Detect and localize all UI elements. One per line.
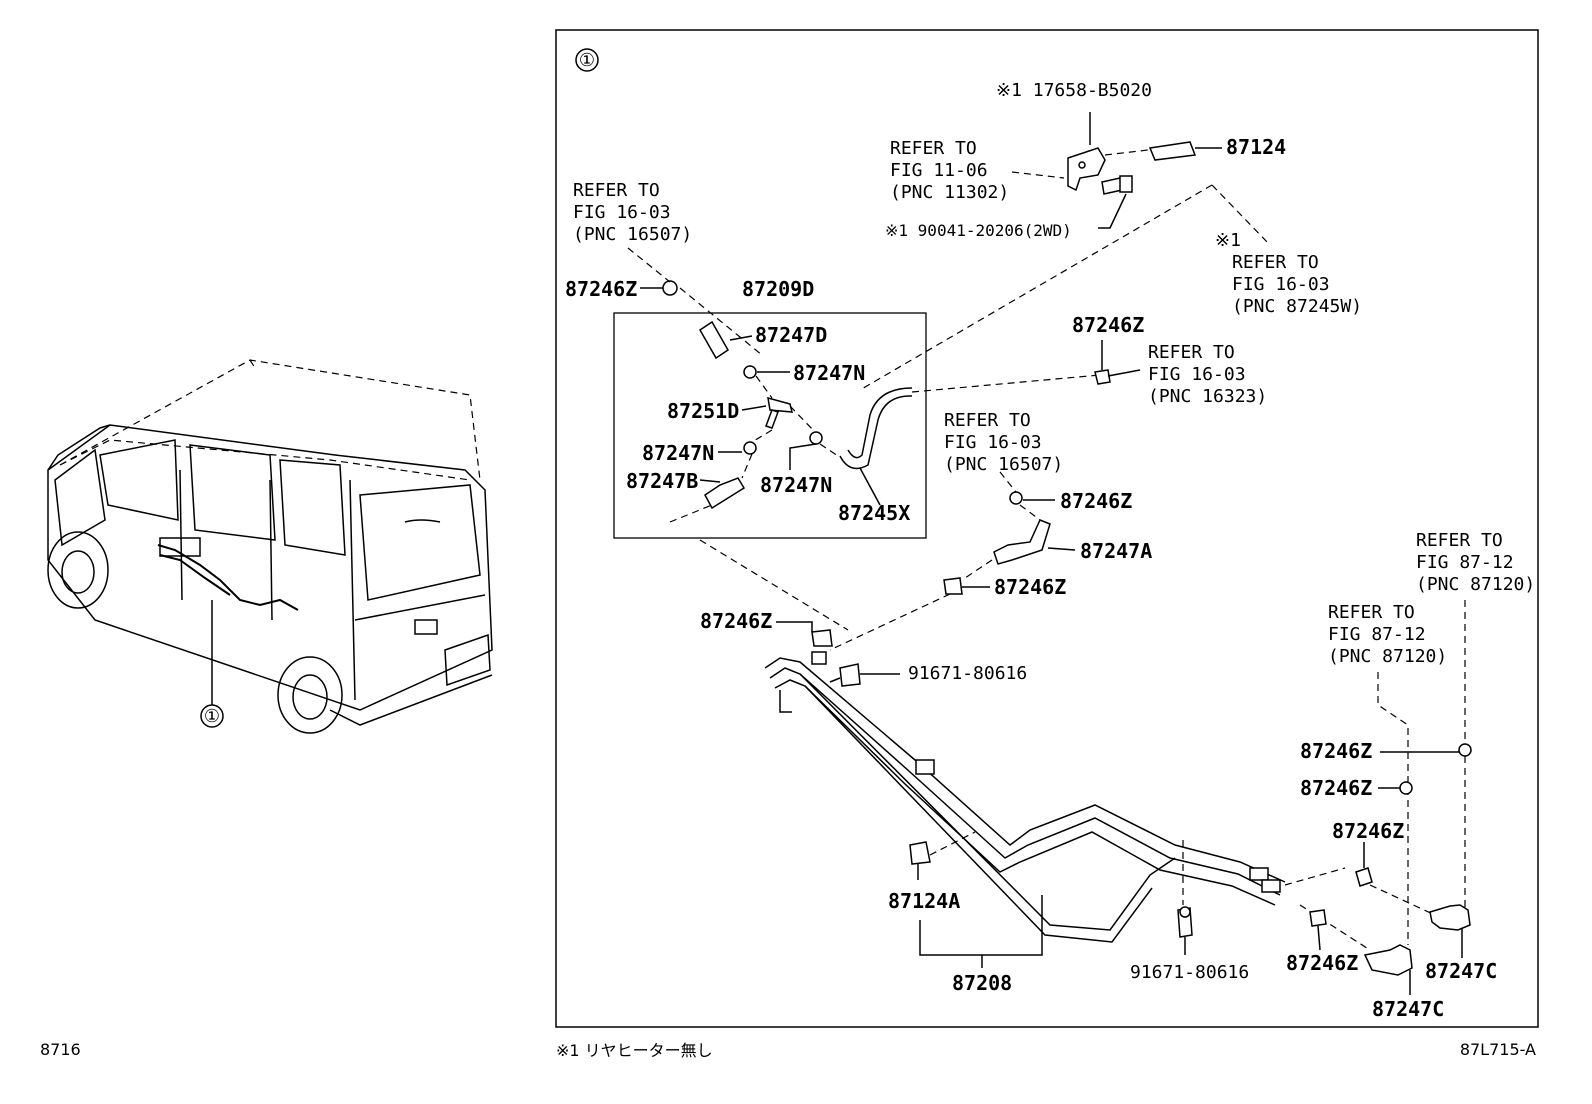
label-ref-fig-16-03-16507-mid: REFER TO FIG 16-03 (PNC 16507) <box>944 410 1063 475</box>
clip-87246z-6 <box>1380 743 1472 757</box>
label-87247b: 87247B <box>626 469 698 493</box>
label-line: REFER TO <box>944 410 1031 431</box>
clip-87246z-1 <box>640 280 678 296</box>
label-87246z-5: 87246Z <box>700 609 772 633</box>
label-line: (PNC 87120) <box>1328 646 1447 667</box>
label-ref-fig-87-12-b: REFER TO FIG 87-12 (PNC 87120) <box>1328 602 1447 667</box>
label-87246z-7: 87246Z <box>1300 776 1372 800</box>
label-line: REFER TO <box>890 138 977 159</box>
label-line: FIG 16-03 <box>944 432 1042 453</box>
label-87246z-9: 87246Z <box>1286 951 1358 975</box>
bolt-90041 <box>1098 175 1133 229</box>
label-line: REFER TO <box>1328 602 1415 623</box>
label-87246z-8: 87246Z <box>1332 819 1404 843</box>
label-87246z-6: 87246Z <box>1300 739 1372 763</box>
clip-87246z-2 <box>1094 340 1141 385</box>
clip-87246z-4 <box>943 577 990 595</box>
label-line: FIG 87-12 <box>1328 624 1426 645</box>
label-87247n-3: 87247N <box>760 473 832 497</box>
clip-87246z-3 <box>1009 491 1055 505</box>
label-87247a: 87247A <box>1080 539 1152 563</box>
label-line: REFER TO <box>1416 530 1503 551</box>
label-ref-fig-16-03-87245w: ※1 REFER TO FIG 16-03 (PNC 87245W) <box>1215 230 1362 317</box>
clamp-87124a <box>909 841 931 880</box>
van-callout-number: ① <box>204 706 220 727</box>
label-line: (PNC 87245W) <box>1232 296 1362 317</box>
label-line: FIG 16-03 <box>1232 274 1330 295</box>
bolt-91671-2 <box>1177 906 1193 955</box>
label-line: FIG 87-12 <box>1416 552 1514 573</box>
clamp-87124 <box>1148 141 1222 161</box>
label-line: FIG 11-06 <box>890 160 988 181</box>
hose-87247d <box>699 320 753 360</box>
page-code: 8716 <box>40 1040 81 1059</box>
label-line: (PNC 16507) <box>573 224 692 245</box>
figure-code: 87L715-A <box>1460 1040 1536 1059</box>
label-ref-fig-11-06: REFER TO FIG 11-06 (PNC 11302) <box>890 138 1009 203</box>
label-91671-80616-2: 91671-80616 <box>1130 962 1249 983</box>
clip-87246z-7 <box>1378 781 1413 795</box>
label-17658-b5020: ※1 17658-B5020 <box>996 80 1152 101</box>
group-label-87209d: 87209D <box>742 277 814 301</box>
clip-87247n-2 <box>718 441 757 455</box>
tee-87251d <box>741 396 793 429</box>
label-line: FIG 16-03 <box>573 202 671 223</box>
label-line: (PNC 11302) <box>890 182 1009 203</box>
detail-callout-number: ① <box>579 50 595 71</box>
clip-87246z-5 <box>776 621 833 647</box>
label-87246z-4: 87246Z <box>994 575 1066 599</box>
label-87247n-2: 87247N <box>642 441 714 465</box>
label-line: REFER TO <box>1148 342 1235 363</box>
label-ref-fig-16-03-16323: REFER TO FIG 16-03 (PNC 16323) <box>1148 342 1267 407</box>
label-line: FIG 16-03 <box>1148 364 1246 385</box>
label-line: (PNC 16507) <box>944 454 1063 475</box>
hose-87245x <box>839 387 913 506</box>
clip-87246z-9 <box>1309 909 1327 951</box>
hose-87247c-1 <box>1429 904 1471 958</box>
label-91671-80616-1: 91671-80616 <box>908 663 1027 684</box>
label-87247d: 87247D <box>755 323 827 347</box>
label-90041-20206: ※1 90041-20206(2WD) <box>885 221 1072 240</box>
label-87247c-2: 87247C <box>1372 997 1444 1021</box>
hose-87247b <box>699 477 746 510</box>
label-87251d: 87251D <box>667 399 739 423</box>
label-87246z-3: 87246Z <box>1060 489 1132 513</box>
footnote: ※1 リヤヒーター無し <box>556 1041 713 1060</box>
group-box-87209d <box>613 312 927 539</box>
van-illustration: ① <box>47 359 493 734</box>
clip-87246z-8 <box>1355 842 1373 887</box>
label-ref-fig-16-03-16507-top: REFER TO FIG 16-03 (PNC 16507) <box>573 180 692 245</box>
label-line: (PNC 16323) <box>1148 386 1267 407</box>
label-87124a: 87124A <box>888 889 960 913</box>
hose-87247a <box>993 519 1076 565</box>
label-line: (PNC 87120) <box>1416 574 1535 595</box>
label-87124: 87124 <box>1226 135 1286 159</box>
clip-87247n-1 <box>743 365 790 379</box>
label-87247n-1: 87247N <box>793 361 865 385</box>
bolt-91671-1 <box>829 663 900 687</box>
clip-87247n-3 <box>789 431 823 470</box>
pipe-87208 <box>764 651 1286 943</box>
label-87247c-1: 87247C <box>1425 959 1497 983</box>
label-line: REFER TO <box>573 180 660 201</box>
bracket-17658 <box>1067 112 1106 192</box>
label-ref-fig-87-12-a: REFER TO FIG 87-12 (PNC 87120) <box>1416 530 1535 595</box>
label-87246z-1: 87246Z <box>565 277 637 301</box>
label-87208: 87208 <box>952 971 1012 995</box>
label-line: REFER TO <box>1232 252 1319 273</box>
label-87246z-2: 87246Z <box>1072 313 1144 337</box>
hose-87247c-2 <box>1363 944 1413 995</box>
label-87245x: 87245X <box>838 501 910 525</box>
label-line: ※1 <box>1215 230 1241 251</box>
detail-frame <box>555 29 1539 1028</box>
